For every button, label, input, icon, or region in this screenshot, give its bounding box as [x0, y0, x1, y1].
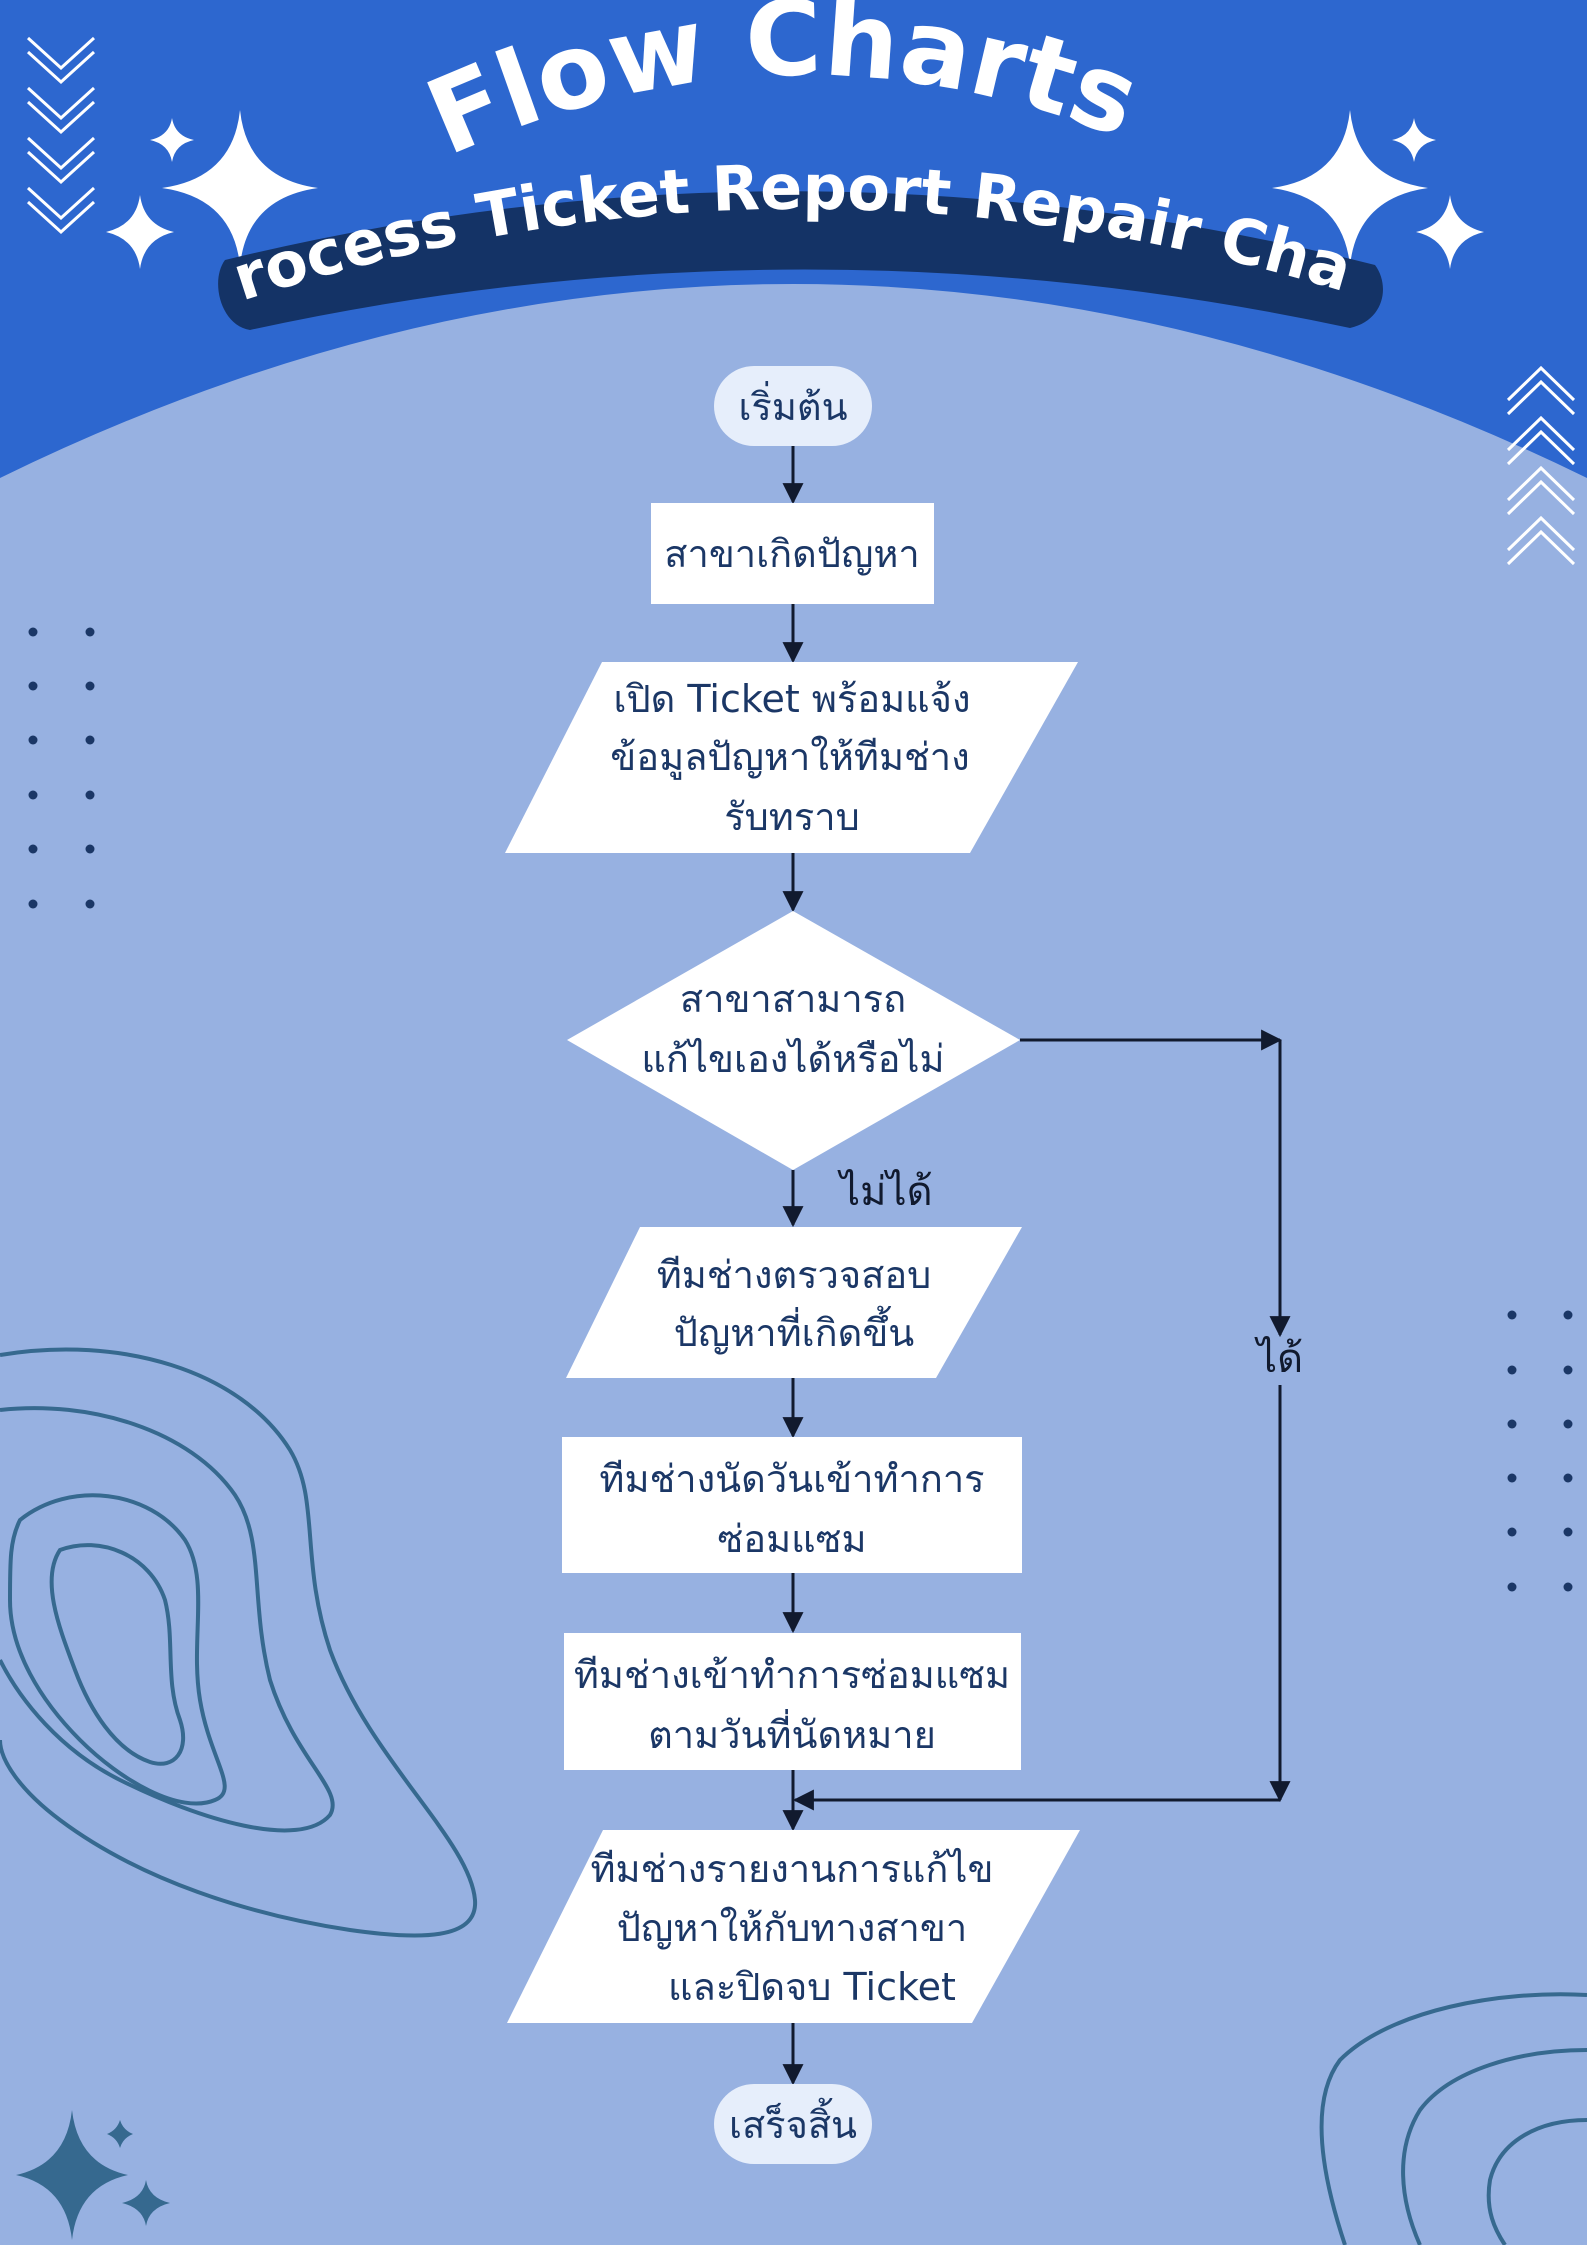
schedule-line-1: ทีมช่างนัดวันเข้าทำการ	[599, 1457, 984, 1501]
repair-line-2: ตามวันที่นัดหมาย	[648, 1709, 936, 1757]
node-decision: สาขาสามารถ แก้ไขเองได้หรือไม่	[567, 911, 1020, 1170]
sparkle-icons	[106, 110, 1484, 269]
repair-process-shape	[564, 1633, 1021, 1770]
topographic-lines-right	[1319, 1992, 1587, 2245]
schedule-line-2: ซ่อมแซม	[718, 1517, 867, 1561]
decision-line-2: แก้ไขเองได้หรือไม่	[641, 1037, 944, 1081]
problem-label: สาขาเกิดปัญหา	[664, 532, 919, 576]
inspect-line-1: ทีมช่างตรวจสอบ	[657, 1253, 932, 1297]
sparkle-icons-bottom	[16, 2110, 170, 2240]
dot-grid-right	[1507, 1310, 1573, 1592]
report-line-3: และปิดจบ Ticket	[668, 1965, 956, 2009]
node-problem: สาขาเกิดปัญหา	[651, 503, 934, 604]
repair-line-1: ทีมช่างเข้าทำการซ่อมแซม	[574, 1653, 1010, 1697]
node-start: เริ่มต้น	[714, 366, 872, 446]
edge-label-yes: ได้	[1254, 1336, 1303, 1382]
decision-diamond-shape	[567, 911, 1020, 1170]
chevron-up-icons	[1506, 365, 1576, 566]
report-line-2: ปัญหาให้กับทางสาขา	[617, 1906, 967, 1950]
node-schedule: ทีมช่างนัดวันเข้าทำการ ซ่อมแซม	[562, 1437, 1022, 1573]
subtitle-banner	[218, 191, 1383, 330]
open-ticket-io-shape	[505, 662, 1078, 853]
open-ticket-line-3: รับทราบ	[724, 795, 859, 839]
flow-edges	[782, 446, 1291, 2086]
report-io-shape	[507, 1830, 1080, 2023]
node-report: ทีมช่างรายงานการแก้ไข ปัญหาให้กับทางสาขา…	[507, 1830, 1080, 2023]
decision-line-1: สาขาสามารถ	[680, 977, 906, 1021]
report-line-1: ทีมช่างรายงานการแก้ไข	[590, 1847, 993, 1891]
node-end: เสร็จสิ้น	[714, 2084, 872, 2164]
topographic-lines-left	[0, 1347, 478, 1938]
node-open-ticket: เปิด Ticket พร้อมแจ้ง ข้อมูลปัญหาให้ทีมช…	[505, 662, 1078, 853]
end-terminal-shape	[714, 2084, 872, 2164]
inspect-line-2: ปัญหาที่เกิดขึ้น	[674, 1305, 915, 1355]
chevron-down-icons	[26, 36, 96, 235]
node-repair: ทีมช่างเข้าทำการซ่อมแซม ตามวันที่นัดหมาย	[564, 1633, 1021, 1770]
start-terminal-shape	[714, 366, 872, 446]
schedule-process-shape	[562, 1437, 1022, 1573]
open-ticket-line-2: ข้อมูลปัญหาให้ทีมช่าง	[610, 735, 969, 780]
open-ticket-line-1: เปิด Ticket พร้อมแจ้ง	[613, 677, 970, 721]
edge-label-no: ไม่ได้	[837, 1169, 933, 1215]
dot-grid-left	[28, 627, 95, 909]
inspect-io-shape	[566, 1227, 1022, 1378]
end-label: เสร็จสิ้น	[729, 2097, 857, 2147]
start-label: เริ่มต้น	[738, 381, 847, 429]
node-inspect: ทีมช่างตรวจสอบ ปัญหาที่เกิดขึ้น	[566, 1227, 1022, 1378]
problem-process-shape	[651, 503, 934, 604]
